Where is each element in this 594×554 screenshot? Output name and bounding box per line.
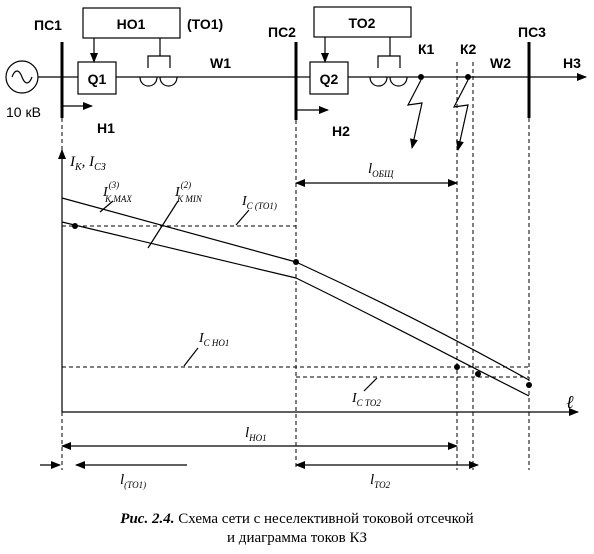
line-w2-label: W2 xyxy=(490,55,511,71)
load-h3-label: Н3 xyxy=(563,55,581,71)
point-k2-intersection xyxy=(475,371,481,377)
figure-caption-line2: и диаграмма токов КЗ xyxy=(227,530,367,546)
curve-min-label: I(2)К MIN xyxy=(174,180,203,204)
ps1-label: ПС1 xyxy=(34,17,62,33)
figure-number: Рис. 2.4. xyxy=(120,511,175,527)
load-h1-label: Н1 xyxy=(97,120,115,136)
dim-l-to1-label: l(ТО1) xyxy=(120,472,146,490)
ic-to2-leader xyxy=(363,377,378,392)
relay-to2-label: ТО2 xyxy=(349,15,376,31)
dim-l-no1-label: lНО1 xyxy=(245,425,267,443)
breaker-q1-label: Q1 xyxy=(88,71,107,87)
ic-no1-leader xyxy=(183,347,199,367)
curve-ik-max xyxy=(61,197,530,381)
fault-k2-point xyxy=(465,74,471,80)
breaker-q2 xyxy=(309,61,349,95)
source-symbol xyxy=(5,60,39,94)
figure-caption-line1: Рис. 2.4. Схема сети с неселективной ток… xyxy=(0,511,594,528)
ic-to1-leader xyxy=(235,209,250,226)
ct1-right-coil xyxy=(159,76,178,87)
fault-k2-label: К2 xyxy=(460,41,477,57)
fault-k1-label: К1 xyxy=(418,41,435,57)
ps2-label: ПС2 xyxy=(268,24,296,40)
dim-l-common-label: lОБЩ xyxy=(368,161,394,179)
breaker-q2-label: Q2 xyxy=(320,71,339,87)
ct2-right-coil xyxy=(389,76,408,87)
point-ps3-max xyxy=(526,382,532,388)
ct2-left-coil xyxy=(369,76,388,87)
figure-caption-text1: Схема сети с неселективной токовой отсеч… xyxy=(174,511,474,527)
ic-no1-label: IС НО1 xyxy=(198,331,229,348)
relay-no1-box xyxy=(82,7,181,39)
curve-max-leader xyxy=(99,200,114,213)
x-axis-label: ℓ xyxy=(566,392,574,412)
y-axis-label: IК, IСЗ xyxy=(69,154,106,173)
ic-to1-label: IС (ТО1) xyxy=(241,194,277,211)
dim-l-to2-label: lТО2 xyxy=(370,472,391,490)
to2-ct-leads xyxy=(377,55,401,68)
source-voltage-label: 10 кВ xyxy=(6,104,41,120)
point-ps2-max xyxy=(293,259,299,265)
relay-no1-label: НО1 xyxy=(117,16,146,32)
ic-to2-label: IС ТО2 xyxy=(351,391,381,408)
relay-to1-label: (ТО1) xyxy=(187,16,223,32)
fault-k1-lightning xyxy=(406,79,423,149)
ct1-left-coil xyxy=(139,76,158,87)
curve-ik-min xyxy=(61,221,530,397)
no1-ct-leads xyxy=(147,55,171,68)
breaker-q1 xyxy=(77,61,117,95)
curve-max-label: I(3)К MAX xyxy=(102,180,132,204)
curve-min-leader xyxy=(147,200,179,249)
point-to1-intersection xyxy=(72,223,78,229)
line-w1-label: W1 xyxy=(210,55,231,71)
relay-to2-box xyxy=(313,6,412,38)
load-h2-label: Н2 xyxy=(332,123,350,139)
fault-k1-point xyxy=(418,74,424,80)
fault-k2-lightning xyxy=(452,79,469,151)
ps3-label: ПС3 xyxy=(518,24,546,40)
